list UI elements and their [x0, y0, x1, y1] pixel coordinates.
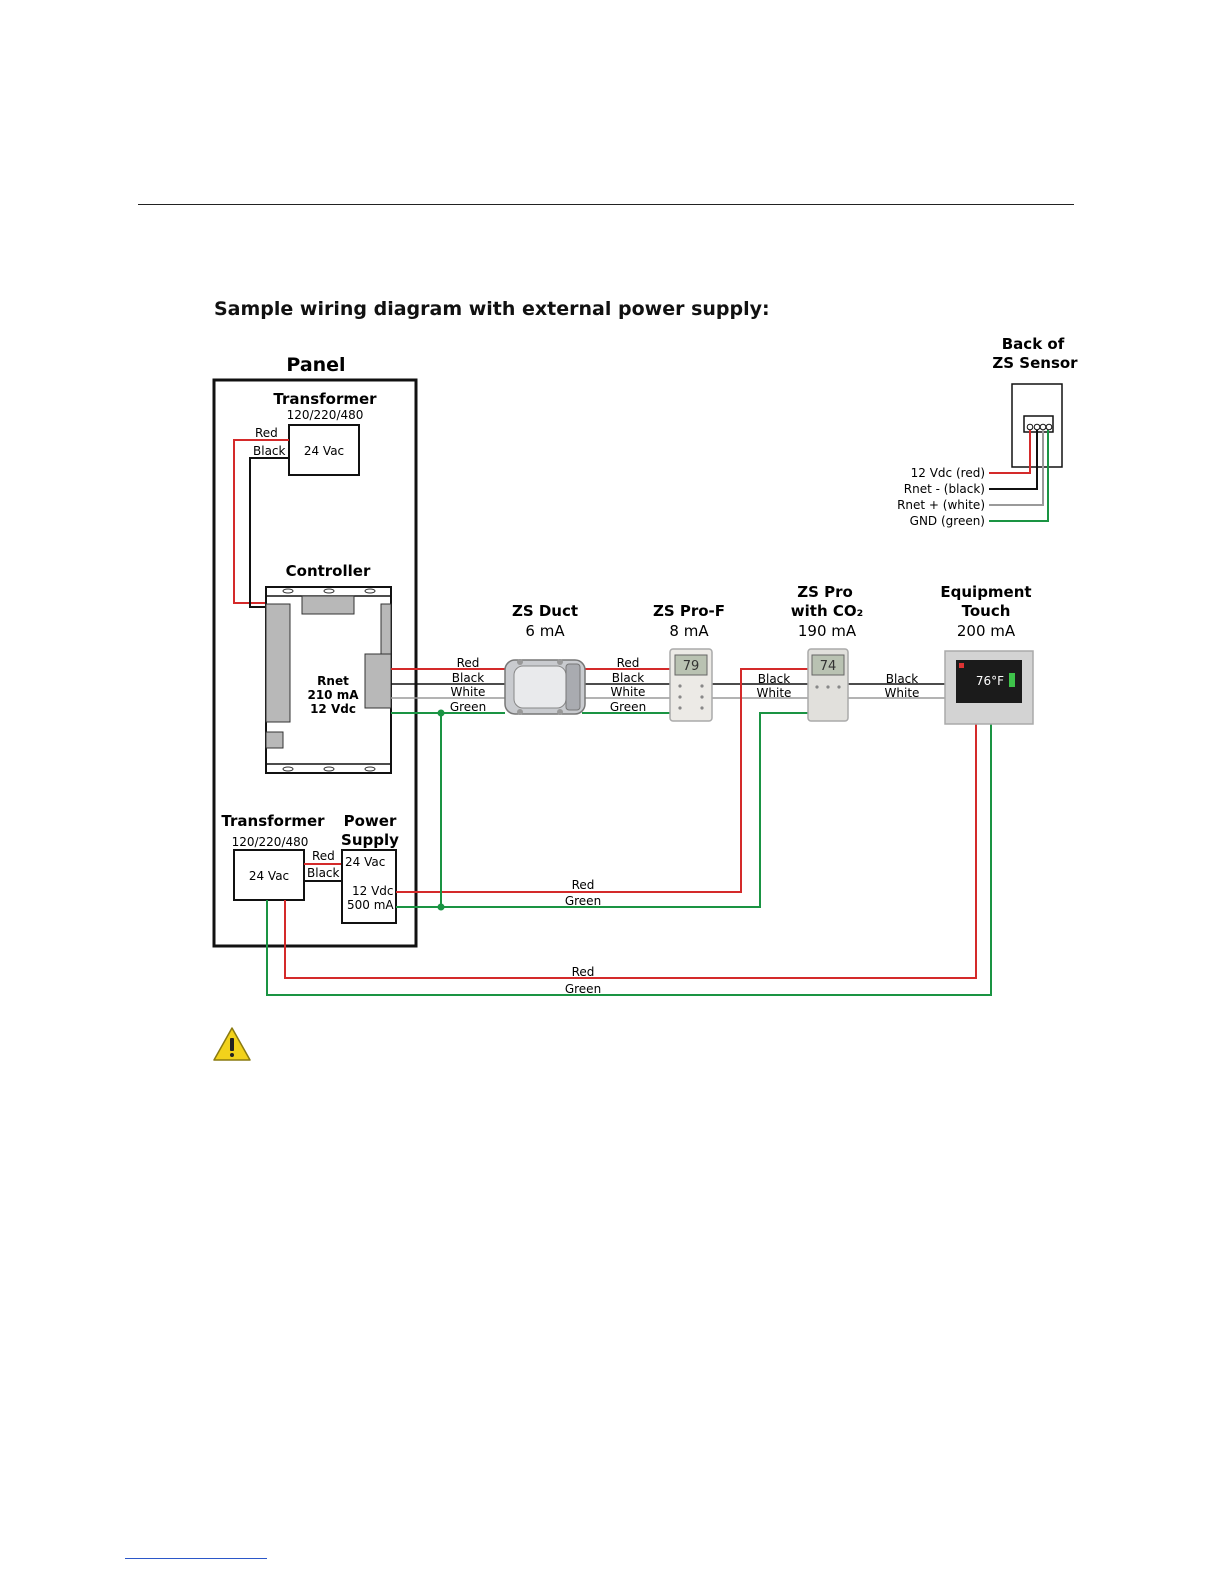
zs-back-wire-black [989, 430, 1038, 490]
equipment-touch-name-2: Touch [962, 602, 1011, 620]
label-duct-green: Green [610, 700, 646, 714]
power-supply-title-1: Power [344, 812, 397, 830]
zs-back-screws [1026, 423, 1053, 431]
transformer-top-red-label: Red [255, 426, 278, 440]
power-supply-title-2: Supply [341, 831, 399, 849]
zs-back-label-green: GND (green) [910, 514, 985, 528]
wire-red-top [233, 439, 289, 604]
label-ctrl-white: White [451, 685, 486, 699]
label-tx-red: Red [572, 965, 595, 979]
label-prof-black: Black [758, 672, 791, 686]
zs-back-wire-white [989, 430, 1044, 506]
zs-back-label-black: Rnet - (black) [904, 482, 985, 496]
ps-red-run [396, 668, 742, 893]
transformer-bottom-output: 24 Vac [249, 869, 289, 883]
transformer-bottom-black-label: Black [307, 866, 340, 880]
label-ctrl-green: Green [450, 700, 486, 714]
zs-back-title-1: Back of [1002, 335, 1065, 353]
panel-box [212, 378, 418, 948]
tx-red-run [284, 724, 977, 979]
label-ctrl-red: Red [457, 656, 480, 670]
footer-rule [125, 1558, 267, 1559]
zs-pro-current: 190 mA [798, 622, 857, 640]
transformer-bottom-title: Transformer [221, 812, 325, 830]
diagram-heading: Sample wiring diagram with external powe… [214, 298, 770, 320]
zs-pro-name-2: with CO₂ [791, 602, 863, 620]
label-ps-red: Red [572, 878, 595, 892]
transformer-bottom-red-label: Red [312, 849, 335, 863]
power-supply-input: 24 Vac [345, 855, 385, 869]
zs-back-title-2: ZS Sensor [992, 354, 1078, 372]
zs-pro-name-1: ZS Pro [797, 583, 853, 601]
power-supply-output-voltage: 12 Vdc [352, 884, 394, 898]
wire-black-top [249, 457, 289, 608]
label-ps-green: Green [565, 894, 601, 908]
zs-pro-display: 74 [820, 659, 837, 674]
label-duct-white: White [611, 685, 646, 699]
junction-bottom [437, 903, 445, 911]
zs-back-wire-red [989, 430, 1031, 474]
equipment-touch-current: 200 mA [957, 622, 1016, 640]
transformer-top-voltages: 120/220/480 [287, 408, 364, 422]
equipment-touch-name-1: Equipment [940, 583, 1031, 601]
transformer-top-output: 24 Vac [304, 444, 344, 458]
zs-back-label-white: Rnet + (white) [897, 498, 985, 512]
panel-title: Panel [286, 354, 345, 376]
controller-voltage: 12 Vdc [310, 702, 356, 716]
label-prof-white: White [757, 686, 792, 700]
equipment-touch-display: 76°F [976, 674, 1004, 688]
zs-duct-current: 6 mA [525, 622, 565, 640]
zs-back-wire-green [989, 430, 1049, 522]
label-pro-black: Black [886, 672, 919, 686]
zs-duct-sensor [504, 659, 586, 715]
zs-pro-f-thermostat [669, 648, 713, 722]
zs-back-label-red: 12 Vdc (red) [911, 466, 985, 480]
controller-current: 210 mA [307, 688, 359, 702]
caution-icon [213, 1027, 251, 1061]
tx-green-run [266, 724, 992, 996]
header-rule [138, 204, 1074, 205]
label-duct-black: Black [612, 671, 645, 685]
transformer-bottom-box [233, 849, 305, 901]
transformer-bottom-voltages: 120/220/480 [232, 835, 309, 849]
ps-green-run [396, 712, 808, 908]
label-ctrl-black: Black [452, 671, 485, 685]
power-supply-output-current: 500 mA [347, 898, 394, 912]
transformer-top-black-label: Black [253, 444, 286, 458]
label-pro-white: White [885, 686, 920, 700]
label-tx-green: Green [565, 982, 601, 996]
label-duct-red: Red [617, 656, 640, 670]
equipment-touch-panel [944, 650, 1034, 725]
power-supply-box [341, 849, 397, 924]
zs-duct-name: ZS Duct [512, 602, 578, 620]
zs-pro-f-name: ZS Pro-F [653, 602, 725, 620]
zs-pro-thermostat [807, 648, 849, 722]
transformer-top-box [288, 424, 360, 476]
zs-pro-f-display: 79 [683, 659, 700, 674]
junction-top [437, 709, 445, 717]
controller-port: Rnet [317, 674, 349, 688]
zs-pro-f-current: 8 mA [669, 622, 709, 640]
controller-title: Controller [286, 562, 371, 580]
controller-board [265, 586, 392, 774]
transformer-top-title: Transformer [273, 390, 377, 408]
